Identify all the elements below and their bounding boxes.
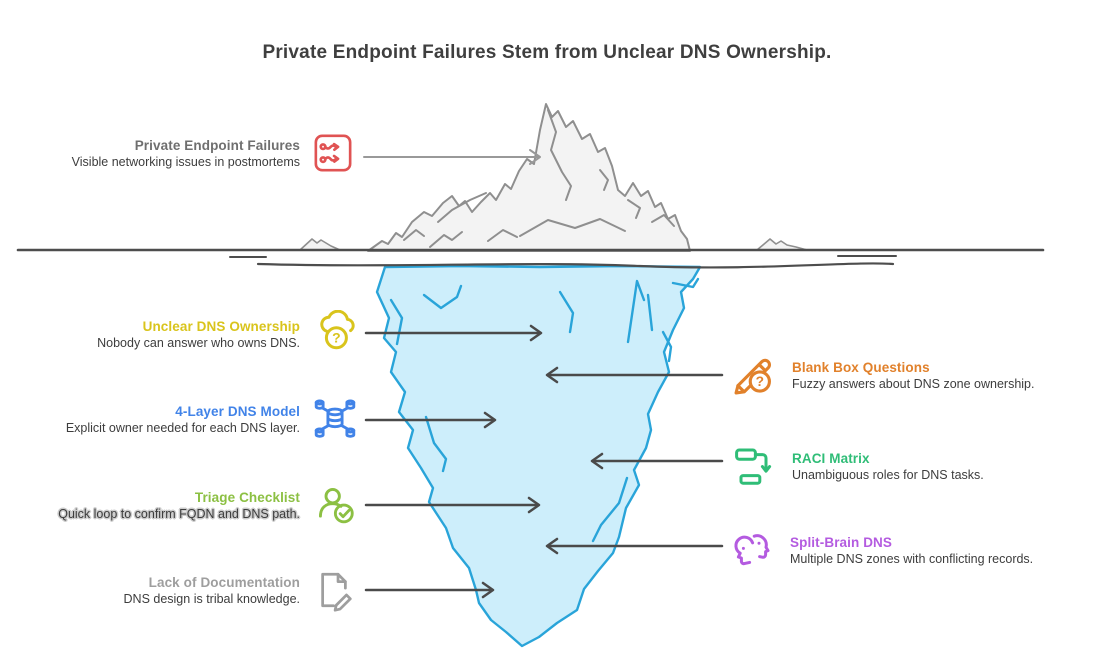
callout-title: RACI Matrix	[792, 450, 870, 466]
callout-title: Lack of Documentation	[148, 574, 300, 590]
arrow-private-endpoint	[363, 149, 541, 165]
callout-subtitle: Visible networking issues in postmortems	[71, 154, 300, 169]
svg-text:?: ?	[756, 374, 764, 389]
callout-title: Private Endpoint Failures	[134, 137, 300, 153]
dns-layers-icon	[312, 396, 358, 442]
callout-title: Triage Checklist	[194, 489, 300, 505]
callout-raci-matrix: RACI Matrix Unambiguous roles for DNS ta…	[731, 442, 1087, 490]
callout-subtitle: Unambiguous roles for DNS tasks.	[792, 467, 984, 482]
arrow-split-brain	[545, 537, 724, 555]
callout-lack-of-documentation: Lack of Documentation DNS design is trib…	[20, 568, 356, 612]
callout-arrows	[363, 149, 724, 599]
iceberg-above-water	[367, 103, 691, 252]
callout-subtitle: Quick loop to confirm FQDN and DNS path.	[58, 506, 300, 521]
callout-4-layer-dns-model: 4-Layer DNS Model Explicit owner needed …	[20, 396, 358, 442]
endpoint-routes-icon	[312, 132, 354, 174]
workflow-boxes-icon	[731, 442, 779, 490]
waterline	[16, 248, 1045, 269]
callout-title: 4-Layer DNS Model	[175, 403, 300, 419]
callout-subtitle: Fuzzy answers about DNS zone ownership.	[792, 376, 1035, 391]
arrow-triage	[364, 496, 541, 514]
page-title: Private Endpoint Failures Stem from Uncl…	[262, 42, 832, 63]
arrow-blank-box	[545, 366, 724, 384]
callout-triage-checklist: Triage Checklist Quick loop to confirm F…	[20, 482, 358, 528]
callout-split-brain-dns: Split-Brain DNS Multiple DNS zones with …	[729, 526, 1085, 574]
callout-blank-box-questions: ? Blank Box Questions Fuzzy answers abou…	[729, 350, 1087, 400]
arrow-lack-doc	[364, 581, 495, 599]
callout-subtitle: Multiple DNS zones with conflicting reco…	[790, 551, 1034, 566]
arrow-raci	[590, 452, 724, 470]
callout-title: Unclear DNS Ownership	[142, 318, 300, 334]
callout-subtitle: DNS design is tribal knowledge.	[123, 591, 300, 606]
svg-text:?: ?	[332, 330, 341, 346]
arrow-4-layer	[364, 411, 497, 429]
person-check-icon	[312, 482, 358, 528]
cloud-question-icon: ?	[312, 310, 360, 358]
callout-title: Split-Brain DNS	[790, 534, 893, 550]
document-pencil-icon	[312, 568, 356, 612]
callout-private-endpoint-failures: Private Endpoint Failures Visible networ…	[20, 132, 354, 174]
callout-title: Blank Box Questions	[792, 359, 930, 375]
two-heads-icon	[729, 526, 777, 574]
callout-unclear-dns-ownership: Unclear DNS Ownership Nobody can answer …	[20, 310, 360, 358]
arrow-unclear-dns	[364, 324, 543, 342]
callout-subtitle: Explicit owner needed for each DNS layer…	[65, 420, 300, 435]
pencil-question-icon: ?	[729, 350, 779, 400]
callout-subtitle: Nobody can answer who owns DNS.	[97, 335, 300, 350]
